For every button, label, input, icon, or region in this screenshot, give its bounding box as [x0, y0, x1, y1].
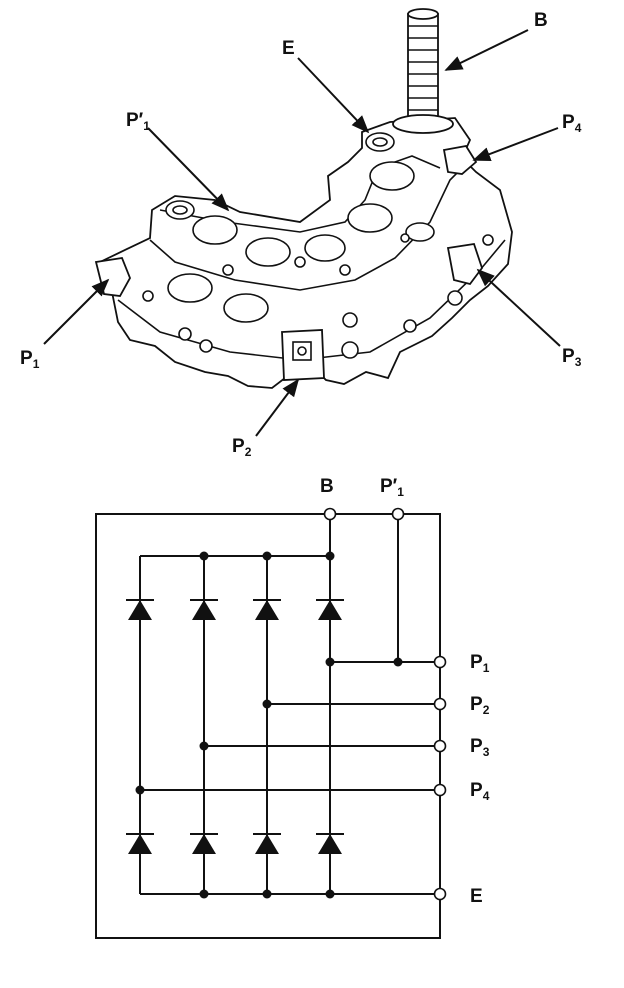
upper-diodes — [126, 599, 344, 620]
schematic-frame — [95, 513, 441, 939]
terminal-e — [433, 887, 447, 901]
leader-p1-prime — [147, 127, 230, 212]
diode-caps — [167, 161, 435, 323]
small-holes — [142, 233, 494, 359]
junction-dots — [135, 551, 403, 899]
label-p1-top: P1 — [20, 348, 40, 371]
leader-p4 — [472, 127, 559, 161]
label-p1-prime-top: P′1 — [126, 110, 150, 133]
leader-b — [444, 29, 529, 71]
leader-p2 — [255, 378, 300, 437]
leader-p1 — [43, 278, 110, 345]
leader-e — [297, 57, 370, 134]
label-p4-top: P4 — [562, 112, 582, 135]
label-p2-schematic: P2 — [470, 694, 490, 717]
label-e-top: E — [282, 38, 295, 59]
label-p3-schematic: P3 — [470, 736, 490, 759]
label-b-top: B — [534, 10, 548, 31]
terminal-p4 — [433, 783, 447, 797]
label-p1-prime-schematic: P′1 — [380, 476, 404, 499]
label-p1-schematic: P1 — [470, 652, 490, 675]
rectifier-assembly-illustration: B E P′1 P4 P1 P3 P2 — [20, 8, 582, 459]
label-e-schematic: E — [470, 886, 483, 907]
p4-terminal-tab — [442, 145, 478, 175]
label-p4-schematic: P4 — [470, 780, 490, 803]
terminal-p1-prime — [391, 507, 405, 521]
terminal-p2 — [433, 697, 447, 711]
label-p3-top: P3 — [562, 346, 582, 369]
terminal-p3 — [433, 739, 447, 753]
leader-p3 — [476, 268, 561, 347]
b-terminal-stud — [392, 8, 454, 134]
terminal-b — [323, 507, 337, 521]
p3-terminal-tab — [446, 242, 484, 286]
rectifier-top-surface — [149, 159, 471, 291]
lower-diodes — [126, 833, 344, 854]
label-b-schematic: B — [320, 476, 334, 497]
terminal-p1 — [433, 655, 447, 669]
label-p2-top: P2 — [232, 436, 252, 459]
rectifier-schematic: B P′1 P1 P2 P3 P4 E — [95, 476, 490, 939]
